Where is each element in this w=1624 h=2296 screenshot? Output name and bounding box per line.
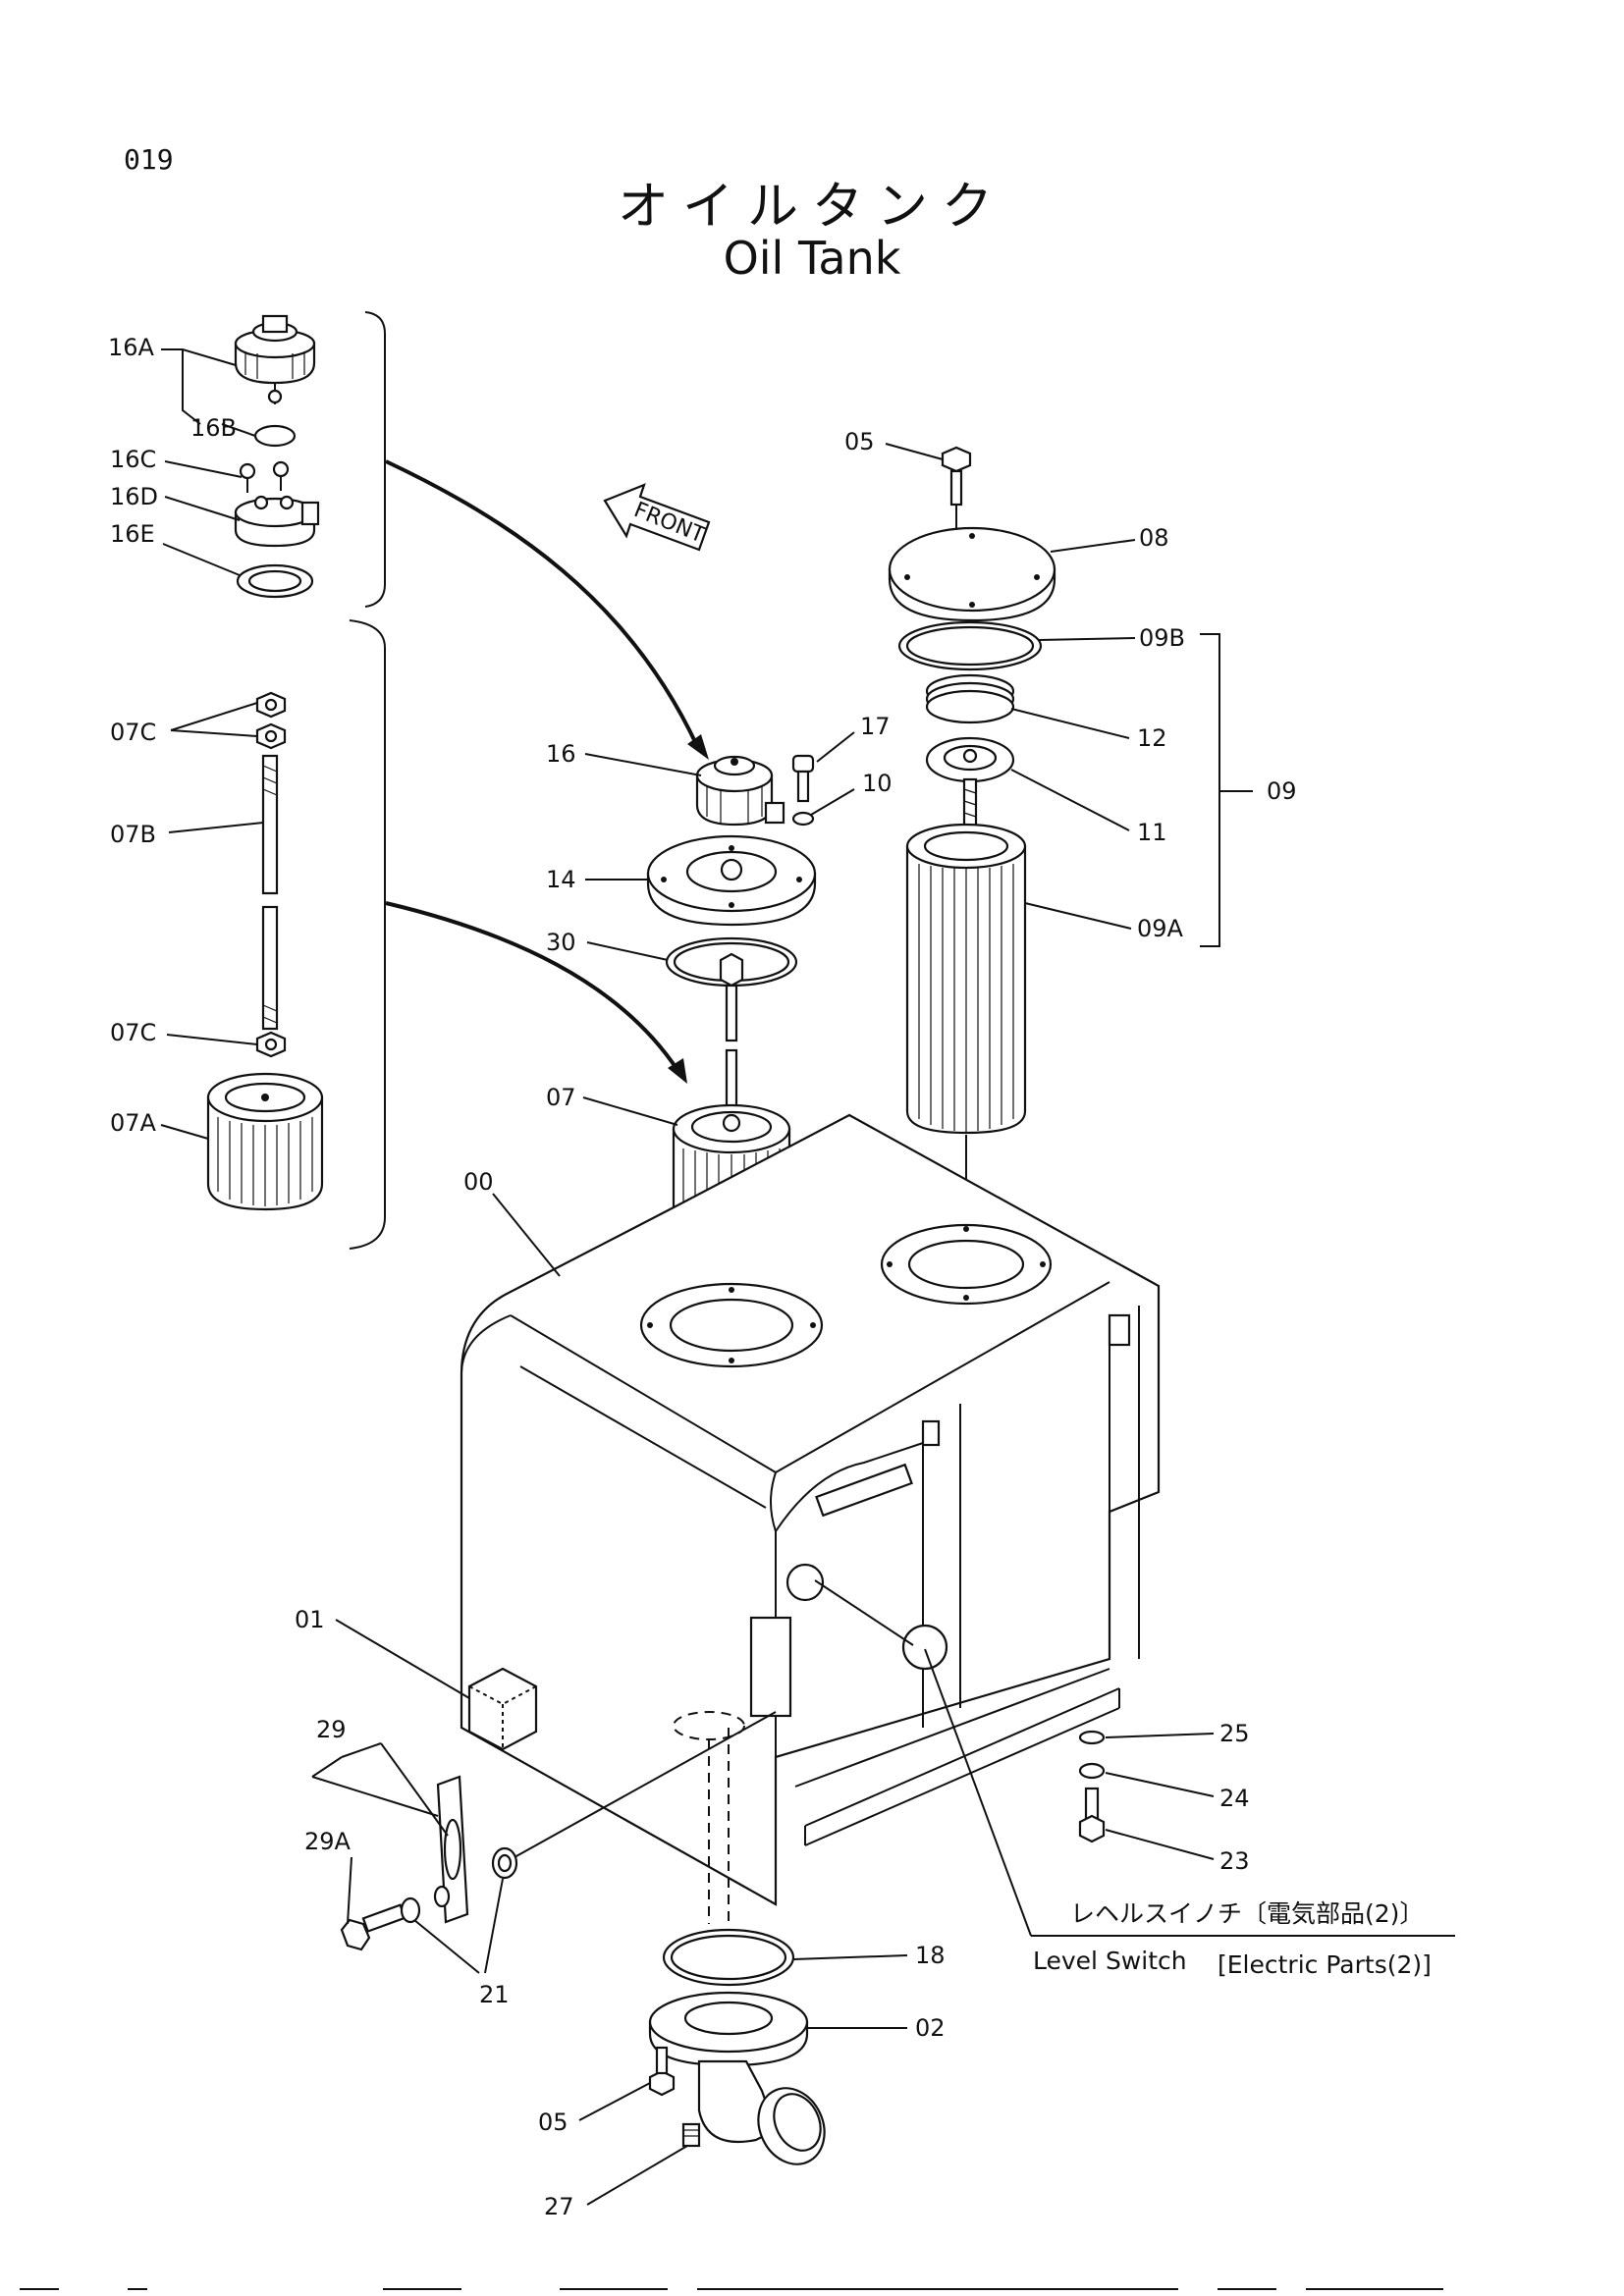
- spring-12: [925, 673, 1015, 724]
- bolt-29A: [340, 1903, 406, 1951]
- cap-base-16D: [234, 495, 320, 548]
- bracket-filler-cap-group: [364, 311, 386, 608]
- oil-tank-00: [460, 1113, 1161, 1924]
- front-label: FRONT: [630, 498, 709, 549]
- bolt-05-bottom: [648, 2046, 676, 2097]
- name-plate-01: [467, 1667, 538, 1751]
- label-07C-top: 07C: [110, 719, 156, 746]
- label-30: 30: [546, 929, 576, 956]
- valve-11: [925, 736, 1015, 830]
- label-05-bottom: 05: [538, 2109, 568, 2136]
- label-29: 29: [316, 1716, 347, 1743]
- filter-element-09A: [905, 823, 1027, 1135]
- nut-07C-bottom: [255, 1031, 287, 1058]
- centerline-sight-gauge: [514, 1711, 777, 1858]
- washers-21: [400, 1846, 518, 1924]
- label-16C: 16C: [110, 446, 156, 473]
- curved-arrow-lower: [385, 901, 679, 1072]
- bracket-strainer-group: [349, 619, 386, 1250]
- label-08: 08: [1139, 524, 1169, 552]
- electric-parts-reference: [Electric Parts(2)]: [1218, 1950, 1432, 1979]
- arrowhead-upper: [687, 734, 709, 760]
- filter-cover-08: [888, 526, 1056, 622]
- leader-lines: [160, 348, 1253, 2206]
- label-24: 24: [1219, 1785, 1250, 1812]
- o-ring-18: [662, 1928, 795, 1987]
- page-title-japanese: オイルタンク: [617, 178, 1006, 237]
- label-09A: 09A: [1137, 915, 1184, 942]
- label-01: 01: [295, 1606, 325, 1633]
- washer-25: [1078, 1730, 1106, 1745]
- bolt-23: [1078, 1787, 1106, 1843]
- label-00: 00: [463, 1168, 494, 1196]
- label-16D: 16D: [110, 483, 158, 510]
- filler-cap-16A: [234, 314, 316, 404]
- gasket-16E: [236, 563, 314, 599]
- washer-10: [791, 811, 815, 827]
- label-16E: 16E: [110, 520, 155, 548]
- tank-opening-return: [880, 1223, 1053, 1306]
- cover-plate-14: [646, 834, 817, 927]
- nuts-07C-top: [255, 691, 287, 750]
- o-ring-09B: [897, 620, 1043, 671]
- lock-washer-24: [1078, 1762, 1106, 1780]
- label-25: 25: [1219, 1720, 1250, 1747]
- filler-cap-16: [695, 755, 785, 827]
- outlet-pipe-02: [648, 1991, 826, 2165]
- bolts-16C: [239, 460, 290, 493]
- label-18: 18: [915, 1942, 946, 1969]
- bolt-05-top: [941, 446, 972, 507]
- rod-and-nut-07: [719, 952, 744, 1121]
- label-07C-bottom: 07C: [110, 1019, 156, 1046]
- label-07B: 07B: [110, 821, 156, 848]
- tank-opening-suction: [639, 1282, 824, 1368]
- leader-level-switch: [924, 1648, 1032, 1937]
- label-11: 11: [1137, 819, 1167, 846]
- strainer-element-07A: [206, 1072, 324, 1211]
- bolt-17: [791, 754, 815, 803]
- curved-arrow-upper: [385, 459, 699, 747]
- front-direction-arrow: FRONT: [603, 483, 711, 552]
- label-09: 09: [1267, 777, 1297, 805]
- label-17: 17: [860, 713, 891, 740]
- label-23: 23: [1219, 1847, 1250, 1875]
- sight-gauge-29: [436, 1775, 469, 1924]
- label-21: 21: [479, 1981, 510, 2008]
- label-09B: 09B: [1139, 624, 1185, 652]
- label-02: 02: [915, 2014, 946, 2042]
- label-12: 12: [1137, 724, 1167, 752]
- label-07A: 07A: [110, 1109, 157, 1137]
- page-number: 019: [124, 143, 174, 176]
- level-switch-label: Level Switch: [1033, 1947, 1187, 1975]
- label-29A: 29A: [304, 1828, 352, 1855]
- label-05-top: 05: [844, 428, 875, 455]
- label-07: 07: [546, 1084, 576, 1111]
- label-27: 27: [544, 2193, 574, 2220]
- label-14: 14: [546, 866, 576, 893]
- page-title: Oil Tank: [723, 232, 901, 285]
- plug-27: [681, 2122, 701, 2148]
- label-16B: 16B: [190, 414, 237, 442]
- rod-07B: [261, 754, 279, 1031]
- label-16: 16: [546, 740, 576, 768]
- label-10: 10: [862, 770, 893, 797]
- o-ring-16B: [253, 424, 297, 448]
- arrowhead-lower: [668, 1058, 687, 1084]
- level-switch-japanese: レヘルスイノチ〔電気部品(2)〕: [1070, 1899, 1424, 1928]
- label-16A: 16A: [108, 334, 155, 361]
